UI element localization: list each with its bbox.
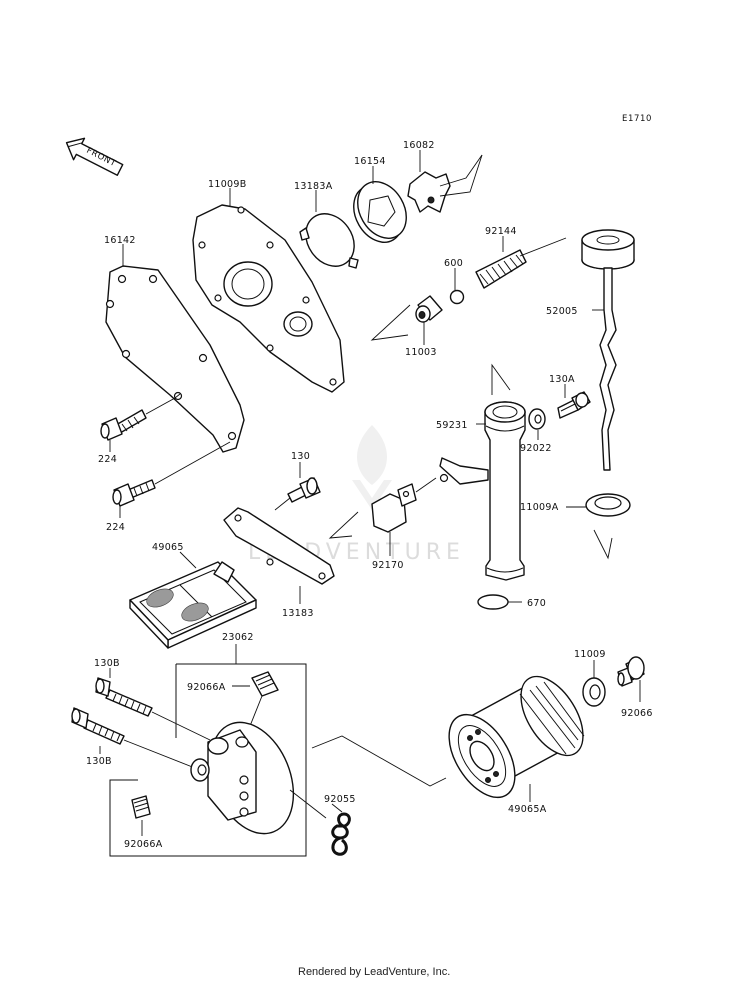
label-92055: 92055 — [324, 794, 356, 805]
part-11009B-gasket — [192, 204, 345, 393]
watermark-logo — [352, 425, 392, 510]
label-130B-lower: 130B — [86, 756, 112, 767]
front-arrow-icon — [65, 137, 124, 176]
part-11003-valve — [370, 295, 443, 341]
diagram-code: E1710 — [622, 114, 652, 124]
label-23062: 23062 — [222, 632, 254, 643]
label-92066: 92066 — [621, 708, 653, 719]
label-92170: 92170 — [372, 560, 404, 571]
filter-connector-line — [311, 735, 447, 787]
leader-lines — [99, 150, 641, 836]
label-49065A: 49065A — [508, 804, 547, 815]
part-13183A-cover — [299, 213, 359, 269]
part-92066A-plug-upper — [249, 671, 279, 727]
label-11009: 11009 — [574, 649, 606, 660]
label-92066A-lower: 92066A — [124, 839, 163, 850]
label-11009A: 11009A — [520, 502, 559, 513]
label-16142: 16142 — [104, 235, 136, 246]
label-13183: 13183 — [282, 608, 314, 619]
part-92066-drain-plug — [617, 656, 645, 687]
label-92022: 92022 — [520, 443, 552, 454]
box-23062-outline — [109, 663, 307, 857]
label-92144: 92144 — [485, 226, 517, 237]
label-130: 130 — [291, 451, 310, 462]
part-92170-clamp — [371, 477, 437, 533]
part-670-oring — [477, 594, 509, 610]
label-13183A: 13183A — [294, 181, 333, 192]
part-224-bolt-lower — [112, 441, 231, 507]
label-130A: 130A — [549, 374, 575, 385]
part-130B-bolt-upper — [95, 677, 211, 741]
part-16154-rotor — [353, 181, 407, 243]
label-11009B: 11009B — [208, 179, 247, 190]
label-16154: 16154 — [354, 156, 386, 167]
label-16082: 16082 — [403, 140, 435, 151]
label-224-lower: 224 — [106, 522, 125, 533]
part-92066A-plug-lower — [131, 795, 151, 819]
label-52005: 52005 — [546, 306, 578, 317]
label-49065: 49065 — [152, 542, 184, 553]
part-224-bolt-upper — [100, 393, 181, 441]
label-59231: 59231 — [436, 420, 468, 431]
label-224-upper: 224 — [98, 454, 117, 465]
part-16142-plate — [105, 265, 245, 453]
part-130B-bolt-lower — [71, 707, 201, 771]
part-600-ball — [449, 289, 465, 305]
part-23062-housing — [190, 721, 327, 835]
label-92066A-upper: 92066A — [187, 682, 226, 693]
part-11009A-gasket — [585, 493, 631, 560]
part-11009-washer — [582, 677, 606, 707]
part-49065-strainer — [129, 561, 257, 649]
part-92022-washer — [528, 408, 546, 430]
part-59231-filler-pipe — [439, 363, 526, 581]
part-52005-dipstick — [581, 229, 635, 471]
label-11003: 11003 — [405, 347, 437, 358]
part-130-bolt — [274, 477, 321, 511]
label-600: 600 — [444, 258, 463, 269]
part-92144-spring — [475, 237, 567, 289]
part-92055-oring — [331, 812, 351, 856]
label-670: 670 — [527, 598, 546, 609]
part-49065A-oil-filter — [448, 675, 585, 799]
part-130A-bolt — [557, 391, 591, 419]
part-16082-inner-rotor — [407, 154, 483, 213]
part-13183-plate — [223, 507, 359, 585]
footer-credit: Rendered by LeadVenture, Inc. — [298, 966, 450, 978]
label-130B-upper: 130B — [94, 658, 120, 669]
